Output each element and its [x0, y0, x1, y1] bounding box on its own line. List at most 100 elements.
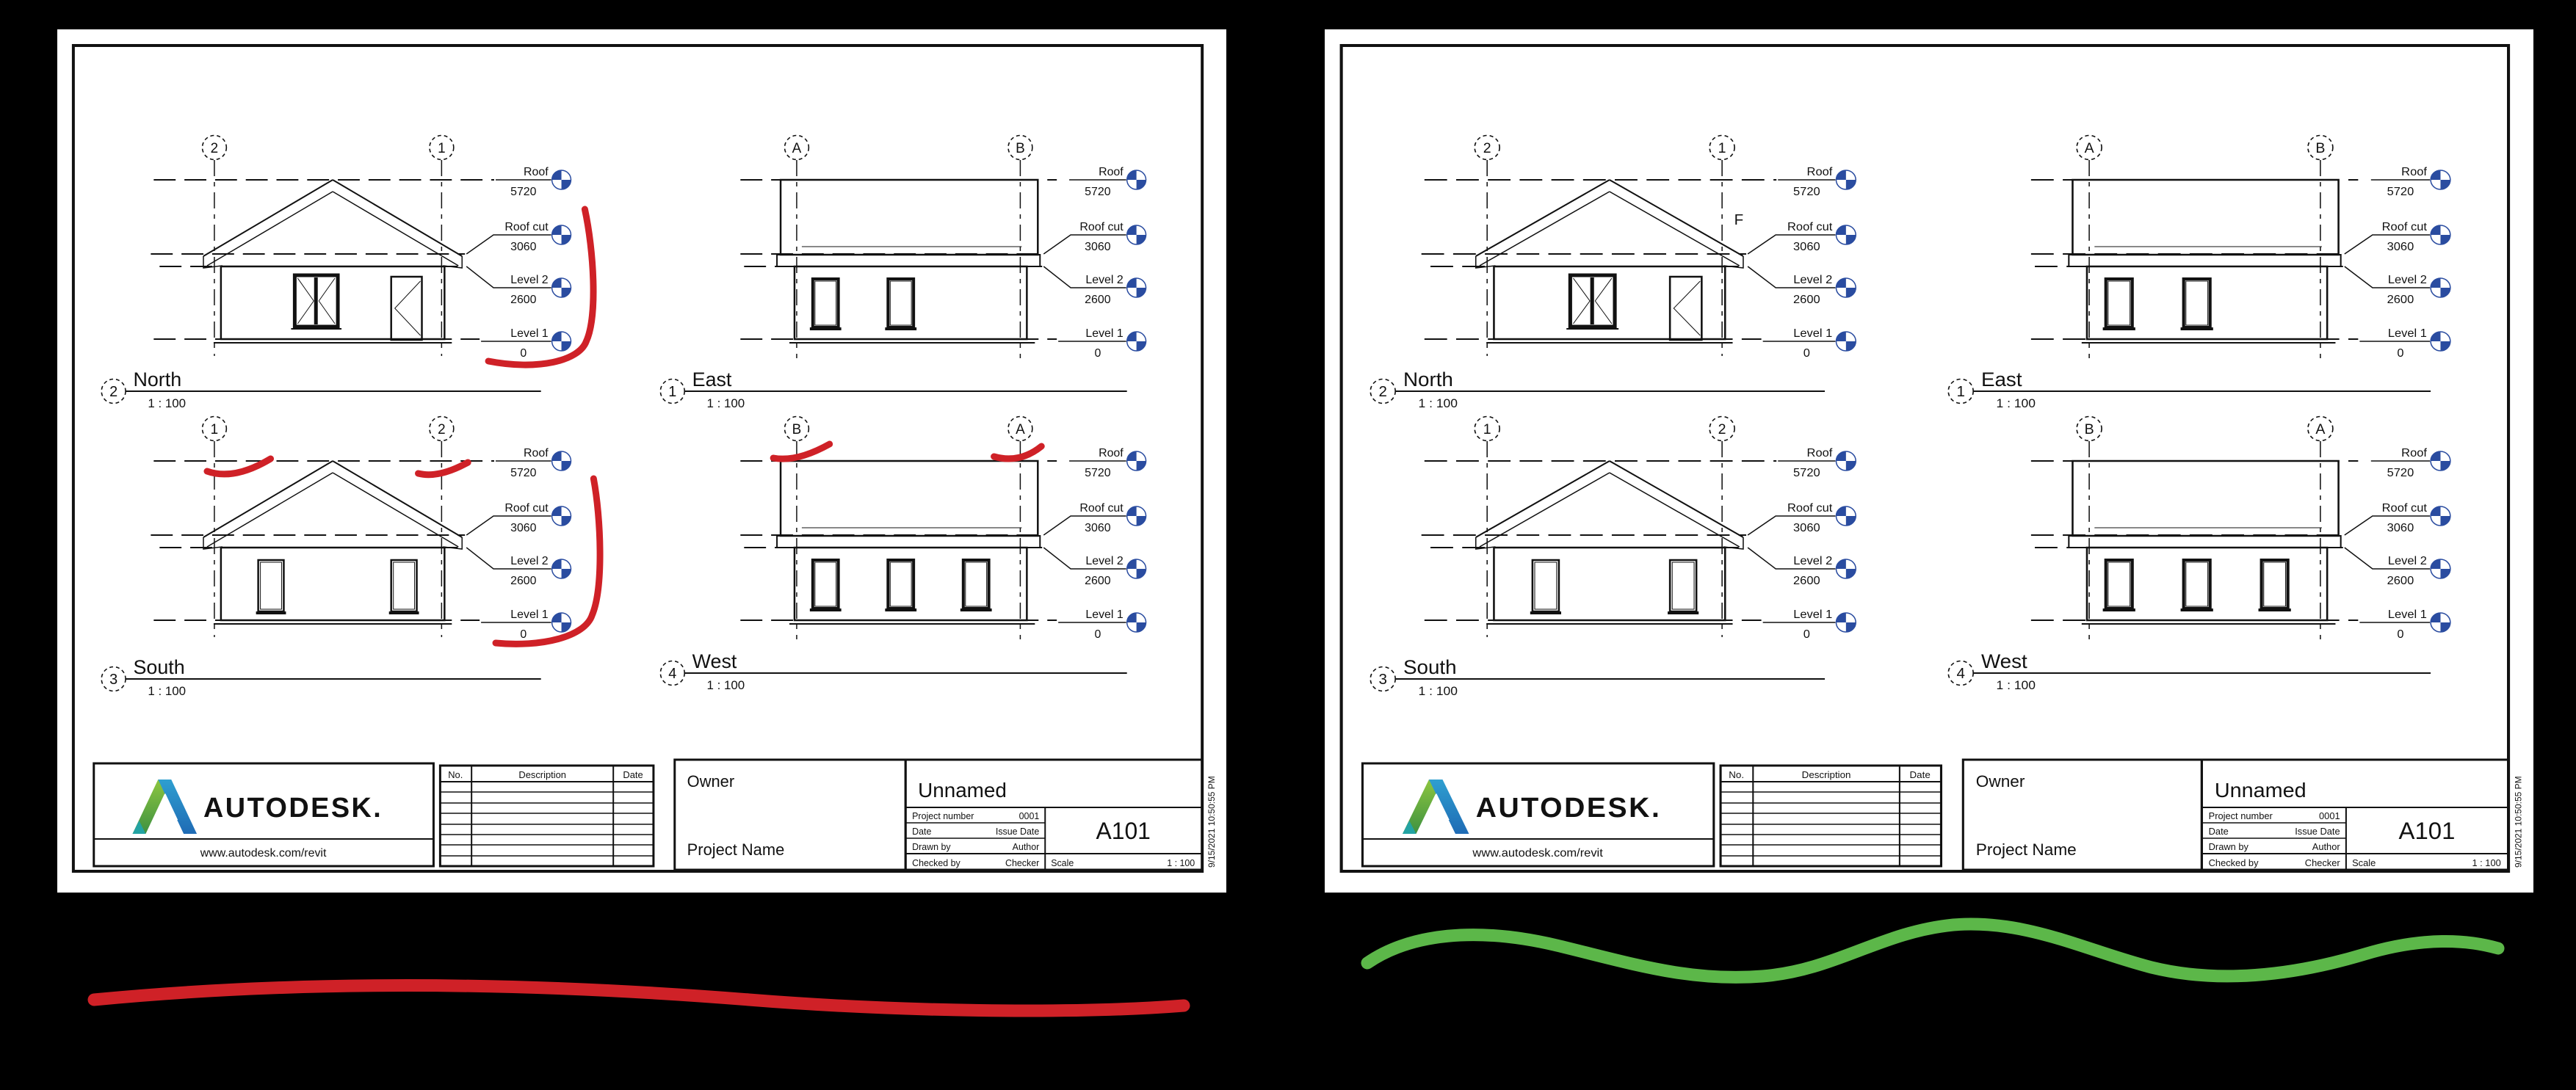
view-south: 1 2	[1370, 415, 1856, 698]
field-value: 0001	[1019, 811, 1040, 821]
level-name: Level 1	[1793, 608, 1832, 621]
level-annotations: Roof 5720 Roof cut 3060 Level 2 2600 Lev…	[2344, 446, 2451, 641]
view-east: A B	[659, 134, 1147, 410]
level-elev: 5720	[2387, 185, 2414, 198]
level-name: Roof cut	[1079, 502, 1124, 515]
title-block: AUTODESK. www.autodesk.com/revit No.	[93, 758, 1204, 871]
scale-label: Scale	[1051, 858, 1074, 868]
level-elev: 5720	[1085, 186, 1111, 198]
view-west: B A	[1947, 415, 2451, 692]
view-number: 3	[109, 672, 117, 688]
grid-letter: 2	[1483, 141, 1491, 156]
field-value: Issue Date	[2295, 826, 2340, 837]
revision-table: No. Description Date	[1719, 764, 1943, 868]
level-name: Level 1	[1085, 608, 1123, 621]
window	[885, 277, 917, 330]
level-elev: 2600	[1793, 293, 1820, 306]
view-title: North	[1403, 368, 1453, 390]
window	[809, 559, 842, 611]
grid-bubble	[2076, 415, 2102, 442]
window	[1668, 559, 1699, 614]
level-annotations: Roof 5720 Roof cut 3060 Level 2 2600 Lev…	[1747, 446, 1856, 641]
view-north: 2 1	[101, 134, 572, 410]
wall	[2085, 546, 2329, 622]
casement-window	[1566, 273, 1619, 330]
level-elev: 2600	[510, 294, 537, 306]
red-pen-strokes	[203, 206, 1045, 647]
rev-col-no: No.	[1729, 769, 1744, 780]
stray-mark-overlay: F	[1734, 212, 1744, 228]
sheet-border	[71, 44, 1204, 873]
grid-bubble	[201, 134, 228, 161]
level-name: Level 1	[510, 608, 548, 621]
level-name: Roof	[524, 166, 549, 178]
drawing-sheet-right: 2 1	[1325, 29, 2533, 893]
wall	[1493, 265, 1726, 341]
view-title: East	[692, 368, 732, 390]
grid-letter: 2	[1718, 422, 1726, 437]
view-title: South	[1403, 655, 1457, 678]
view-title-east: 1 East 1 : 100	[659, 368, 1127, 410]
grid-letter: B	[2085, 422, 2094, 437]
level-elev: 2600	[1085, 294, 1111, 306]
view-number: 1	[1956, 384, 1964, 400]
field-label: Date	[912, 826, 931, 837]
field-value: Checker	[1005, 858, 1039, 868]
grid-bubble	[784, 415, 810, 442]
view-title-west: 4 West 1 : 100	[659, 650, 1127, 692]
grid-bubble	[1474, 415, 1500, 442]
window	[388, 559, 419, 614]
rev-col-no: No.	[448, 769, 463, 780]
grid-letter: 1	[211, 422, 219, 437]
level-annotations: Roof 5720 Roof cut 3060 Level 2 2600 Lev…	[1043, 447, 1147, 641]
view-number: 4	[668, 666, 676, 682]
view-north: 2 1	[1370, 134, 1856, 410]
wall	[2085, 265, 2329, 341]
stray-text-mark: F	[1734, 212, 1744, 228]
view-scale: 1 : 100	[1419, 396, 1458, 410]
field-label: Drawn by	[912, 842, 951, 852]
level-elev: 2600	[510, 575, 537, 587]
level-name: Roof	[524, 447, 549, 459]
view-scale: 1 : 100	[1997, 396, 2036, 410]
window	[1530, 559, 1561, 614]
level-elev: 2600	[1793, 574, 1820, 587]
view-south: 1 2	[101, 415, 572, 698]
project-name-label: Project Name	[687, 840, 785, 859]
level-name: Roof	[2401, 165, 2427, 178]
roof-outline	[1475, 179, 1744, 257]
view-scale: 1 : 100	[148, 684, 186, 698]
grid-bubble	[1007, 134, 1033, 161]
scale-label: Scale	[2352, 858, 2376, 868]
window	[960, 559, 992, 611]
level-name: Roof cut	[504, 221, 549, 233]
wall	[793, 265, 1028, 341]
wall	[220, 546, 446, 622]
sheet-number: A101	[1096, 818, 1151, 844]
level-elev: 5720	[510, 467, 537, 479]
level-elev: 0	[520, 347, 527, 360]
view-title: South	[133, 656, 184, 678]
level-name: Roof	[1099, 166, 1124, 178]
view-title-south: 3 South 1 : 100	[101, 656, 541, 698]
rev-col-date: Date	[623, 769, 643, 780]
level-name: Roof cut	[1079, 221, 1124, 233]
level-elev: 3060	[1793, 521, 1820, 534]
door	[1668, 275, 1703, 341]
level-elev: 3060	[1085, 522, 1111, 534]
view-title-west: 4 West 1 : 100	[1947, 650, 2431, 692]
grid-bubble	[429, 134, 455, 161]
roof-outline	[1475, 460, 1744, 538]
field-label: Date	[2209, 826, 2229, 837]
level-name: Roof cut	[2382, 220, 2428, 233]
grid-bubble	[429, 415, 455, 442]
sheet-page: 2 1	[1325, 29, 2533, 893]
window	[809, 277, 842, 330]
level-elev: 2600	[2387, 293, 2414, 306]
level-elev: 3060	[1793, 240, 1820, 253]
field-value: 0001	[2319, 811, 2340, 821]
wall	[793, 546, 1028, 622]
grid-bubble	[1709, 134, 1735, 161]
grid-letter: B	[792, 422, 802, 437]
